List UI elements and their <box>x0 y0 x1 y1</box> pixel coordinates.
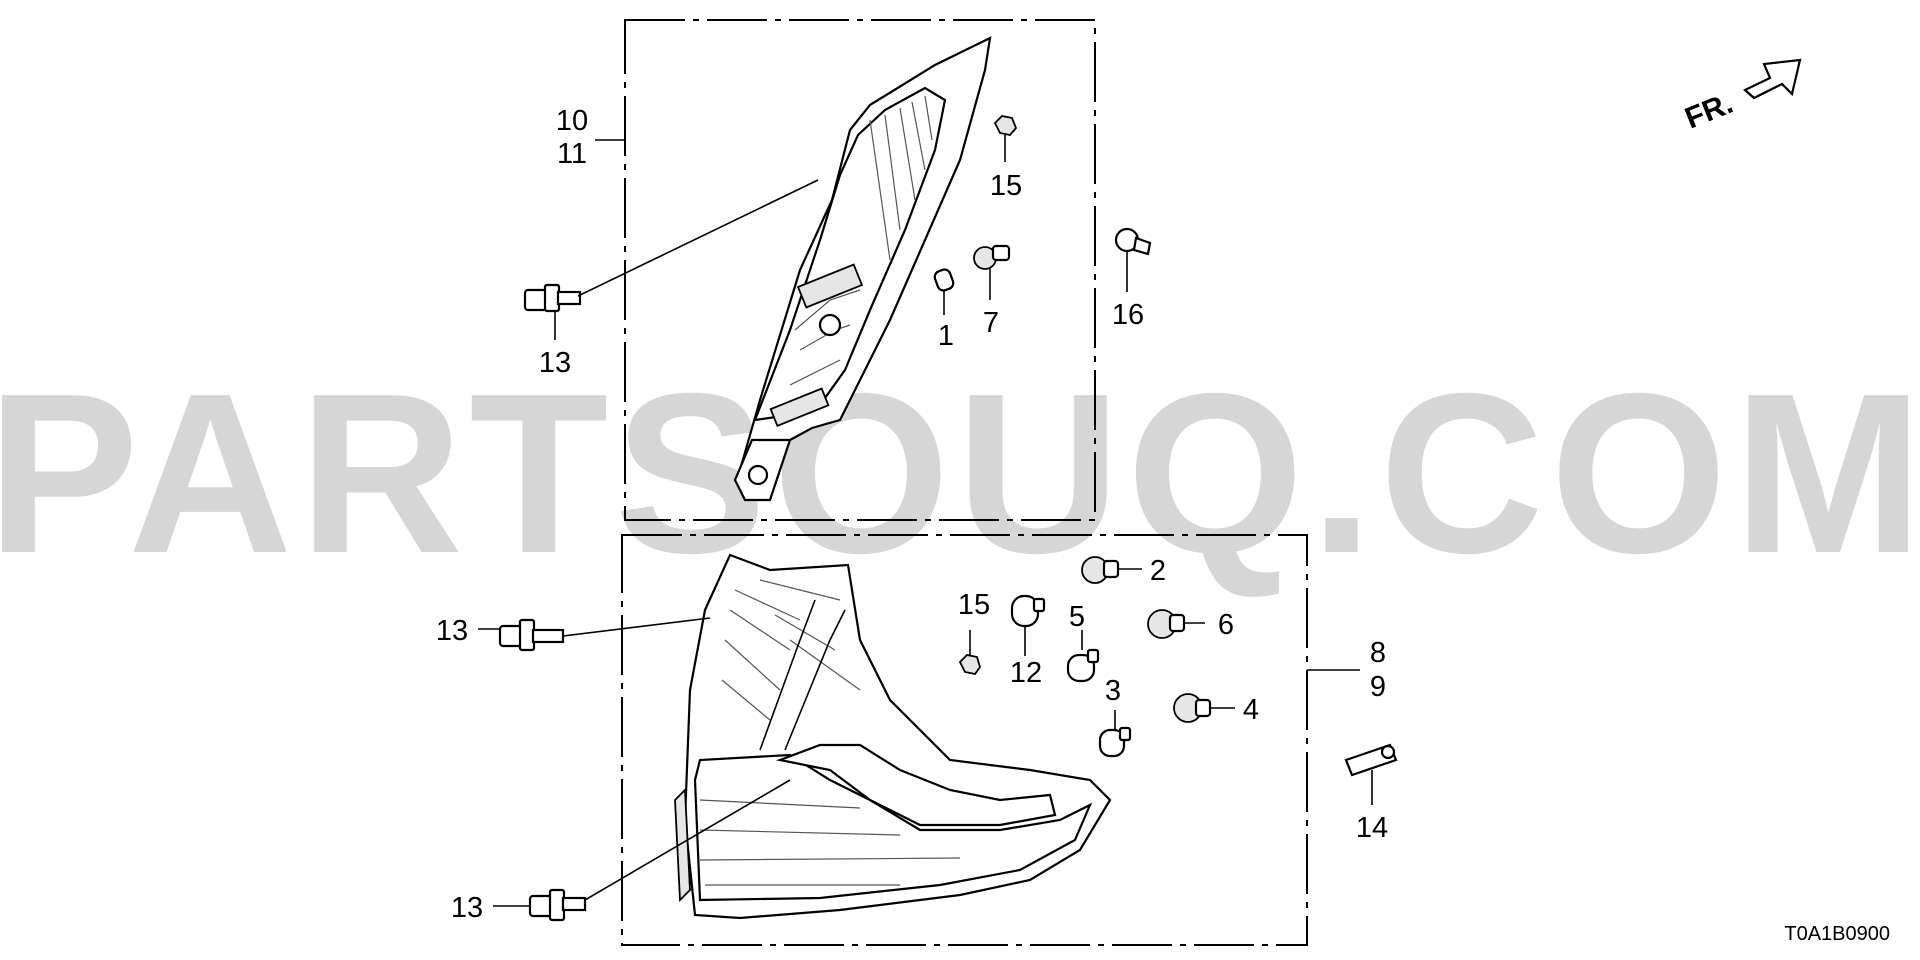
outer-tail-lamp[interactable] <box>674 553 1112 920</box>
callout-14: 14 <box>1356 812 1388 844</box>
bulb-icon[interactable] <box>933 268 955 292</box>
callout-10: 10 <box>556 105 588 137</box>
screw-icon[interactable] <box>528 888 587 922</box>
screw-icon[interactable] <box>498 618 565 652</box>
leader-lines <box>478 135 1373 907</box>
callout-12: 12 <box>1010 657 1042 689</box>
callout-2: 2 <box>1150 555 1166 587</box>
callout-6: 6 <box>1218 609 1234 641</box>
bulb-icon[interactable] <box>1344 743 1398 777</box>
diagram-code: T0A1B0900 <box>1784 923 1890 945</box>
callout-1: 1 <box>938 320 954 352</box>
direction-label: FR. <box>1680 87 1737 136</box>
upper-assembly-box <box>624 19 1096 521</box>
direction-arrow-icon: FR. <box>1680 58 1802 136</box>
watermark: PARTSOUQ.COM <box>0 347 1920 601</box>
nut-icon[interactable] <box>958 654 981 675</box>
callout-15-lower: 15 <box>958 589 990 621</box>
bulb-icon[interactable] <box>1010 594 1046 628</box>
callout-13-upper: 13 <box>539 347 571 379</box>
lower-assembly-box <box>621 534 1308 946</box>
callout-5: 5 <box>1069 601 1085 633</box>
callout-9: 9 <box>1370 671 1386 703</box>
bulb-icon[interactable] <box>1066 648 1100 683</box>
callout-4: 4 <box>1243 694 1259 726</box>
socket-icon[interactable] <box>1147 609 1186 639</box>
callout-11: 11 <box>557 138 587 170</box>
callout-16: 16 <box>1112 299 1144 331</box>
inner-tail-lamp[interactable] <box>733 36 992 502</box>
socket-icon[interactable] <box>1173 693 1212 723</box>
callout-8: 8 <box>1370 637 1386 669</box>
callout-3: 3 <box>1105 675 1121 707</box>
callout-13-middle: 13 <box>436 615 468 647</box>
socket-icon[interactable] <box>1081 556 1120 584</box>
socket-icon[interactable] <box>973 244 1011 270</box>
callout-13-lower: 13 <box>451 892 483 924</box>
callout-15-upper: 15 <box>990 170 1022 202</box>
nut-icon[interactable] <box>993 115 1018 136</box>
callout-7: 7 <box>983 307 999 339</box>
clip-icon[interactable] <box>1114 227 1152 256</box>
bulb-icon[interactable] <box>1098 726 1132 758</box>
screw-icon[interactable] <box>523 283 582 313</box>
